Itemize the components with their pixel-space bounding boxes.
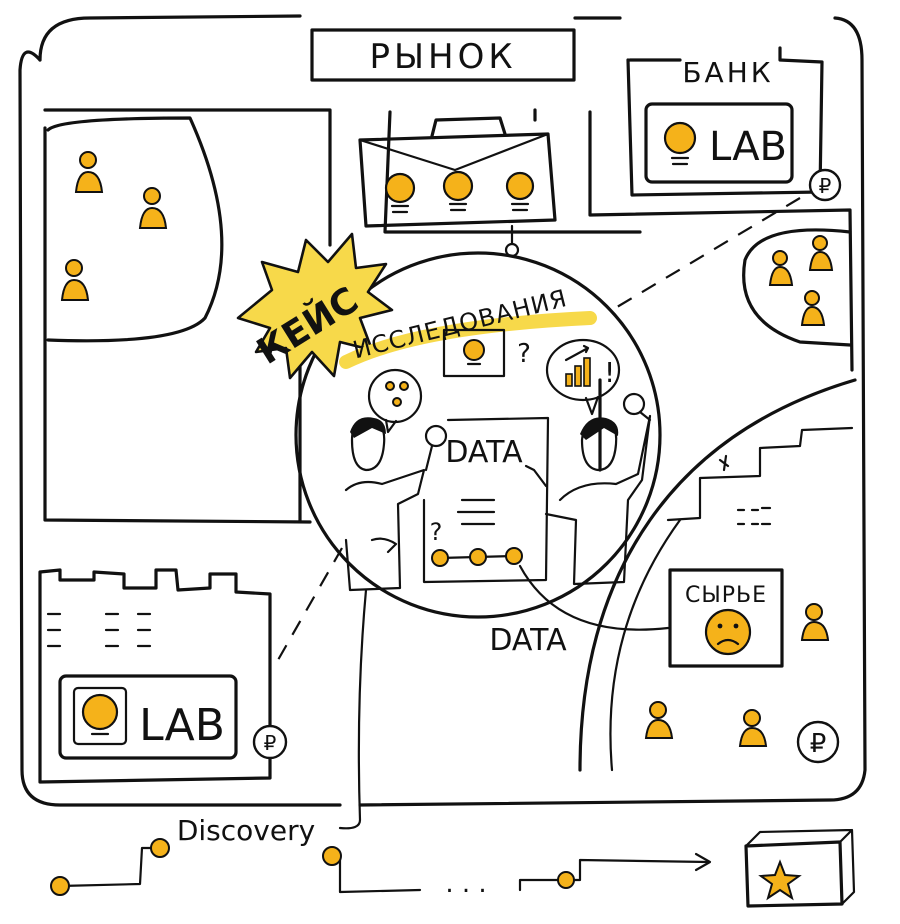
right-people-zone	[742, 228, 852, 347]
person-icon	[644, 701, 674, 739]
data-point	[505, 547, 523, 565]
lightbulb-icon	[442, 170, 474, 212]
lab-screen	[58, 674, 238, 760]
raw-material-box	[668, 568, 784, 668]
data-question: ?	[430, 518, 443, 546]
market-border	[18, 14, 867, 807]
road-curve	[609, 518, 682, 772]
thought-bubble-left	[367, 368, 423, 434]
milestone-dot	[150, 838, 170, 858]
data-point	[431, 549, 449, 567]
person-icon	[800, 290, 826, 326]
lightbulb-icon	[384, 172, 416, 214]
dashed-line-bank	[611, 197, 801, 311]
ruble-coin-icon	[796, 720, 840, 764]
data-flow-label: DATA	[489, 623, 567, 658]
people-group-top-left	[60, 151, 168, 301]
ruble-coin-icon	[808, 168, 842, 202]
raw-material-label: СЫРЬЕ	[685, 583, 767, 608]
factory-windows	[718, 454, 772, 526]
road-lines	[43, 108, 854, 524]
arrow-head	[694, 852, 712, 872]
lab-building	[38, 568, 272, 784]
case-burst	[236, 232, 394, 380]
ruble-symbol: ₽	[810, 729, 827, 759]
path-ellipsis: . . .	[445, 869, 486, 899]
top-left-zone	[46, 116, 224, 343]
person-icon	[60, 259, 90, 301]
research-circle	[294, 251, 662, 619]
lightbulb-icon	[505, 171, 535, 212]
data-lines	[456, 498, 496, 526]
market-title-box	[310, 28, 576, 82]
people-group-right	[768, 235, 834, 326]
person-icon	[74, 151, 104, 193]
goal-box	[744, 828, 856, 908]
lightbulb-icon	[81, 693, 119, 736]
data-flow-line	[518, 564, 670, 631]
data-point	[469, 548, 487, 566]
magnifier-icon	[622, 392, 652, 422]
question-mark: ?	[517, 339, 531, 369]
ruble-coin-icon	[252, 724, 288, 760]
lab-monitor	[72, 686, 128, 746]
milestone-dot	[322, 846, 342, 866]
discovery-label: Discovery	[177, 814, 315, 847]
star-icon	[758, 859, 802, 901]
researcher-right	[524, 392, 652, 586]
dashed-line-lab	[277, 547, 343, 661]
person-icon	[808, 235, 834, 271]
data-board	[422, 416, 550, 584]
person-icon	[738, 709, 768, 747]
magnifier-icon	[424, 424, 448, 472]
lightbulb-icon	[463, 339, 485, 366]
screen-box	[442, 328, 506, 378]
person-icon	[768, 250, 794, 286]
briefcase-icon	[358, 116, 557, 258]
bank-box	[626, 46, 824, 197]
bank-lab-box	[644, 102, 794, 184]
factory-outline	[666, 426, 854, 522]
lab-label: LAB	[139, 700, 225, 751]
person-icon	[138, 187, 168, 229]
right-factory-zone	[578, 378, 857, 772]
milestone-dot	[50, 876, 70, 896]
lightbulb-icon	[663, 121, 697, 166]
discovery-connector	[338, 588, 368, 830]
bank-lab-label: LAB	[709, 124, 787, 170]
ruble-symbol: ₽	[264, 731, 277, 755]
milestone-dot	[557, 871, 575, 889]
sad-face-icon	[704, 608, 752, 656]
exclaim-mark: !	[604, 356, 615, 389]
bar-chart-icon	[564, 344, 591, 387]
person-icon	[800, 603, 830, 641]
ruble-symbol: ₽	[819, 174, 832, 198]
market-title: РЫНОК	[370, 37, 517, 77]
lab-windows	[46, 612, 152, 648]
thought-bubble-right: !	[545, 338, 621, 416]
data-board-label: DATA	[445, 435, 523, 470]
bank-label: БАНК	[682, 56, 773, 89]
researcher-left	[344, 417, 448, 592]
